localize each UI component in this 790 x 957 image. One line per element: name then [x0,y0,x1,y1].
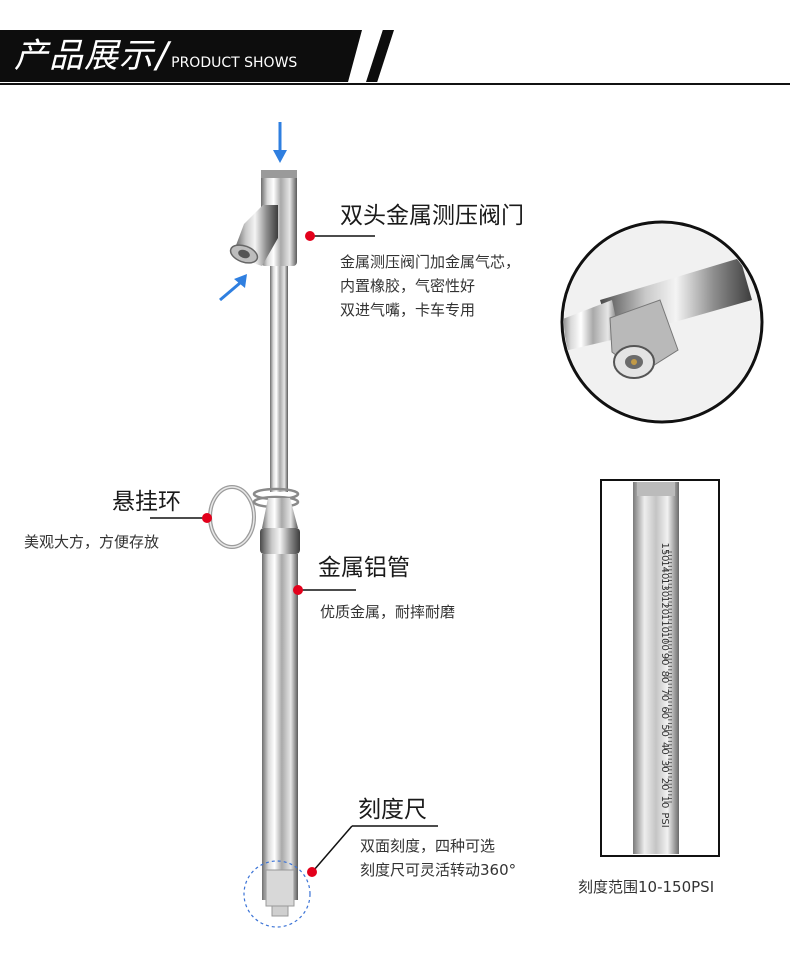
tube-description: 优质金属，耐摔耐磨 [320,600,455,624]
aluminum-tube [262,554,298,900]
tube-title: 金属铝管 [318,555,410,581]
header-banner [0,30,362,82]
page-title-en: PRODUCT SHOWS [171,55,298,71]
scale-desc-line: 双面刻度，四种可选 [360,837,496,855]
upper-stem [270,266,288,492]
callout-dot-valve [305,231,315,241]
callout-dot-tube [293,585,303,595]
ring-title: 悬挂环 [112,489,181,515]
header-underline [0,83,790,85]
scale-title: 刻度尺 [358,797,427,823]
valve-desc-line: 内置橡胶，气密性好 [340,277,476,295]
scale-highlight-circle [243,860,311,928]
page-title-cn: 产品展示 [14,36,154,76]
page-title-separator: / [156,35,170,76]
tube-collar [260,528,300,554]
scale-glass-tube [633,482,679,854]
airflow-arrow-top-icon [273,122,287,163]
valve-head [229,170,297,266]
scale-desc-line: 刻度尺可灵活转动360° [360,861,517,879]
scale-description: 双面刻度，四种可选 刻度尺可灵活转动360° [360,834,516,882]
tube-end-cap [265,869,295,907]
callout-dot-scale [307,867,317,877]
valve-description: 金属测压阀门加金属气芯， 内置橡胶，气密性好 双进气嘴，卡车专用 [340,250,520,322]
airflow-arrow-side-icon [219,274,247,302]
scale-tip [271,905,289,917]
valve-desc-line: 金属测压阀门加金属气芯， [340,253,521,271]
tube-desc-line: 优质金属，耐摔耐磨 [320,603,456,621]
tube-collar-cone [262,498,298,528]
ring-description: 美观大方，方便存放 [24,530,159,554]
page-title: 产品展示/PRODUCT SHOWS [14,34,297,78]
valve-title: 双头金属测压阀门 [340,203,524,229]
scale-range-caption: 刻度范围10-150PSI [578,878,715,896]
scale-top-cap [637,482,675,496]
callout-dot-ring [202,513,212,523]
ring-desc-line: 美观大方，方便存放 [24,533,160,551]
valve-desc-line: 双进气嘴，卡车专用 [340,301,476,319]
valve-zoom-inset [560,220,764,424]
scale-unit-label: PSI [659,812,670,827]
